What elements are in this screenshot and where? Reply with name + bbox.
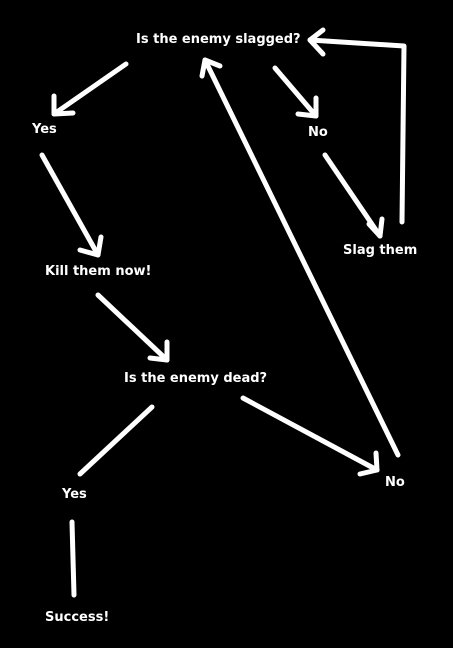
arrow-slagged-to-yes (51, 61, 129, 117)
node-success: Success! (45, 610, 110, 625)
node-is-enemy-dead: Is the enemy dead? (124, 371, 268, 386)
arrow-yes-to-kill (39, 152, 104, 258)
node-yes-slagged: Yes (32, 122, 57, 137)
arrow-no-to-slagged (199, 57, 401, 458)
arrow-slagged-to-no (272, 65, 319, 119)
line-dead-to-yes (77, 404, 155, 477)
node-no-dead: No (385, 475, 405, 490)
arrow-kill-to-dead (95, 292, 170, 363)
arrow-no-to-slag-them (322, 152, 385, 239)
node-slag-them: Slag them (343, 243, 418, 258)
arrow-dead-to-no (240, 395, 380, 477)
node-yes-dead: Yes (62, 487, 87, 502)
node-kill-them-now: Kill them now! (45, 264, 152, 279)
node-no-slagged: No (308, 125, 328, 140)
line-yes-to-success (69, 519, 77, 598)
arrow-slag-them-to-slagged (307, 27, 407, 225)
node-is-enemy-slagged: Is the enemy slagged? (136, 32, 301, 47)
